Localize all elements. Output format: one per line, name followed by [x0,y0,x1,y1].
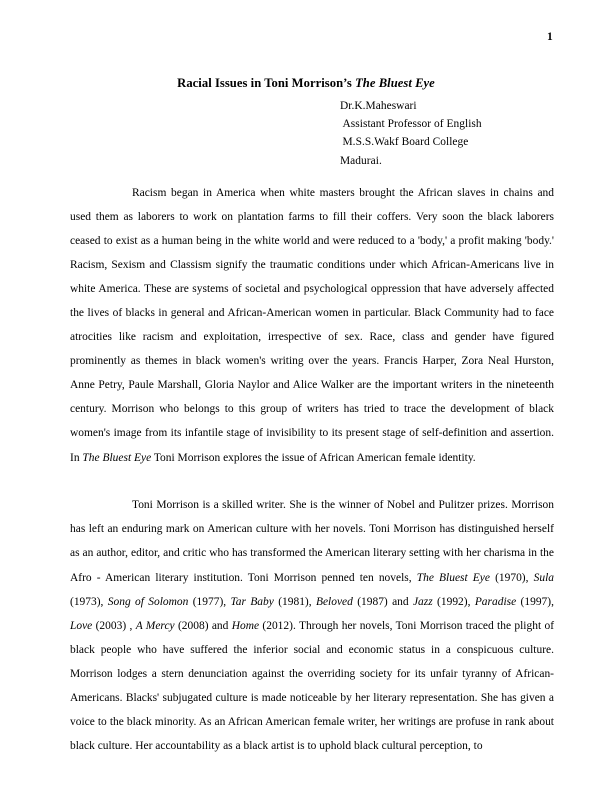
novel-year: (1977), [188,595,231,608]
novel-title: Beloved [315,595,353,608]
page-title-italic-work: The Bluest Eye [355,76,435,91]
novel-title: Song of Solomon [107,595,189,608]
paragraph-2-text-part-2: Through her novels, Toni Morrison traced… [70,619,555,752]
author-block: Dr.K.Maheswari Assistant Professor of En… [340,97,590,170]
author-city: Madurai. [340,154,382,167]
novel-title: Jazz [412,595,433,608]
novel-year: (1973), [70,595,108,608]
page-title-plain: Racial Issues in Toni Morrison’s [177,76,356,91]
novel-year: (2012). [259,619,299,632]
novel-title: Sula [533,571,554,584]
novel-title: Paradise [474,595,517,608]
novel-year: (1992), [432,595,475,608]
page-title: Racial Issues in Toni Morrison’s The Blu… [0,74,612,92]
novel-year: (1987) and [352,595,413,608]
novel-year: (1970), [489,571,534,584]
novel-title: A Mercy [135,619,175,632]
novel-title: Tar Baby [230,595,274,608]
paragraph-1-text-part-1: Racism began in America when white maste… [70,187,554,464]
novel-list: The Bluest Eye (1970), Sula (1973), Song… [70,572,554,632]
page-number: 1 [547,31,553,43]
paragraph-1-italic-work: The Bluest Eye [82,451,152,464]
novel-year: (2008) and [174,619,232,632]
paragraph-1: Racism began in America when white maste… [70,181,554,470]
paragraph-2: Toni Morrison is a skilled writer. She i… [70,493,554,758]
author-name: Dr.K.Maheswari [340,100,417,112]
author-institution: M.S.S.Wakf Board College [342,136,469,149]
novel-year: (1981), [273,595,316,608]
author-designation: Assistant Professor of English [342,118,482,131]
paragraph-2-text-part-1: Toni Morrison is a skilled writer. She i… [70,499,554,584]
body-text: Racism began in America when white maste… [70,181,554,758]
novel-title: Home [231,619,260,632]
paragraph-1-text-part-2: Toni Morrison explores the issue of Afri… [151,451,476,464]
novel-title: The Bluest Eye [416,571,490,584]
novel-year: (1997), [516,595,554,608]
novel-title: Love [70,619,93,632]
novel-year: (2003) , [92,619,136,632]
